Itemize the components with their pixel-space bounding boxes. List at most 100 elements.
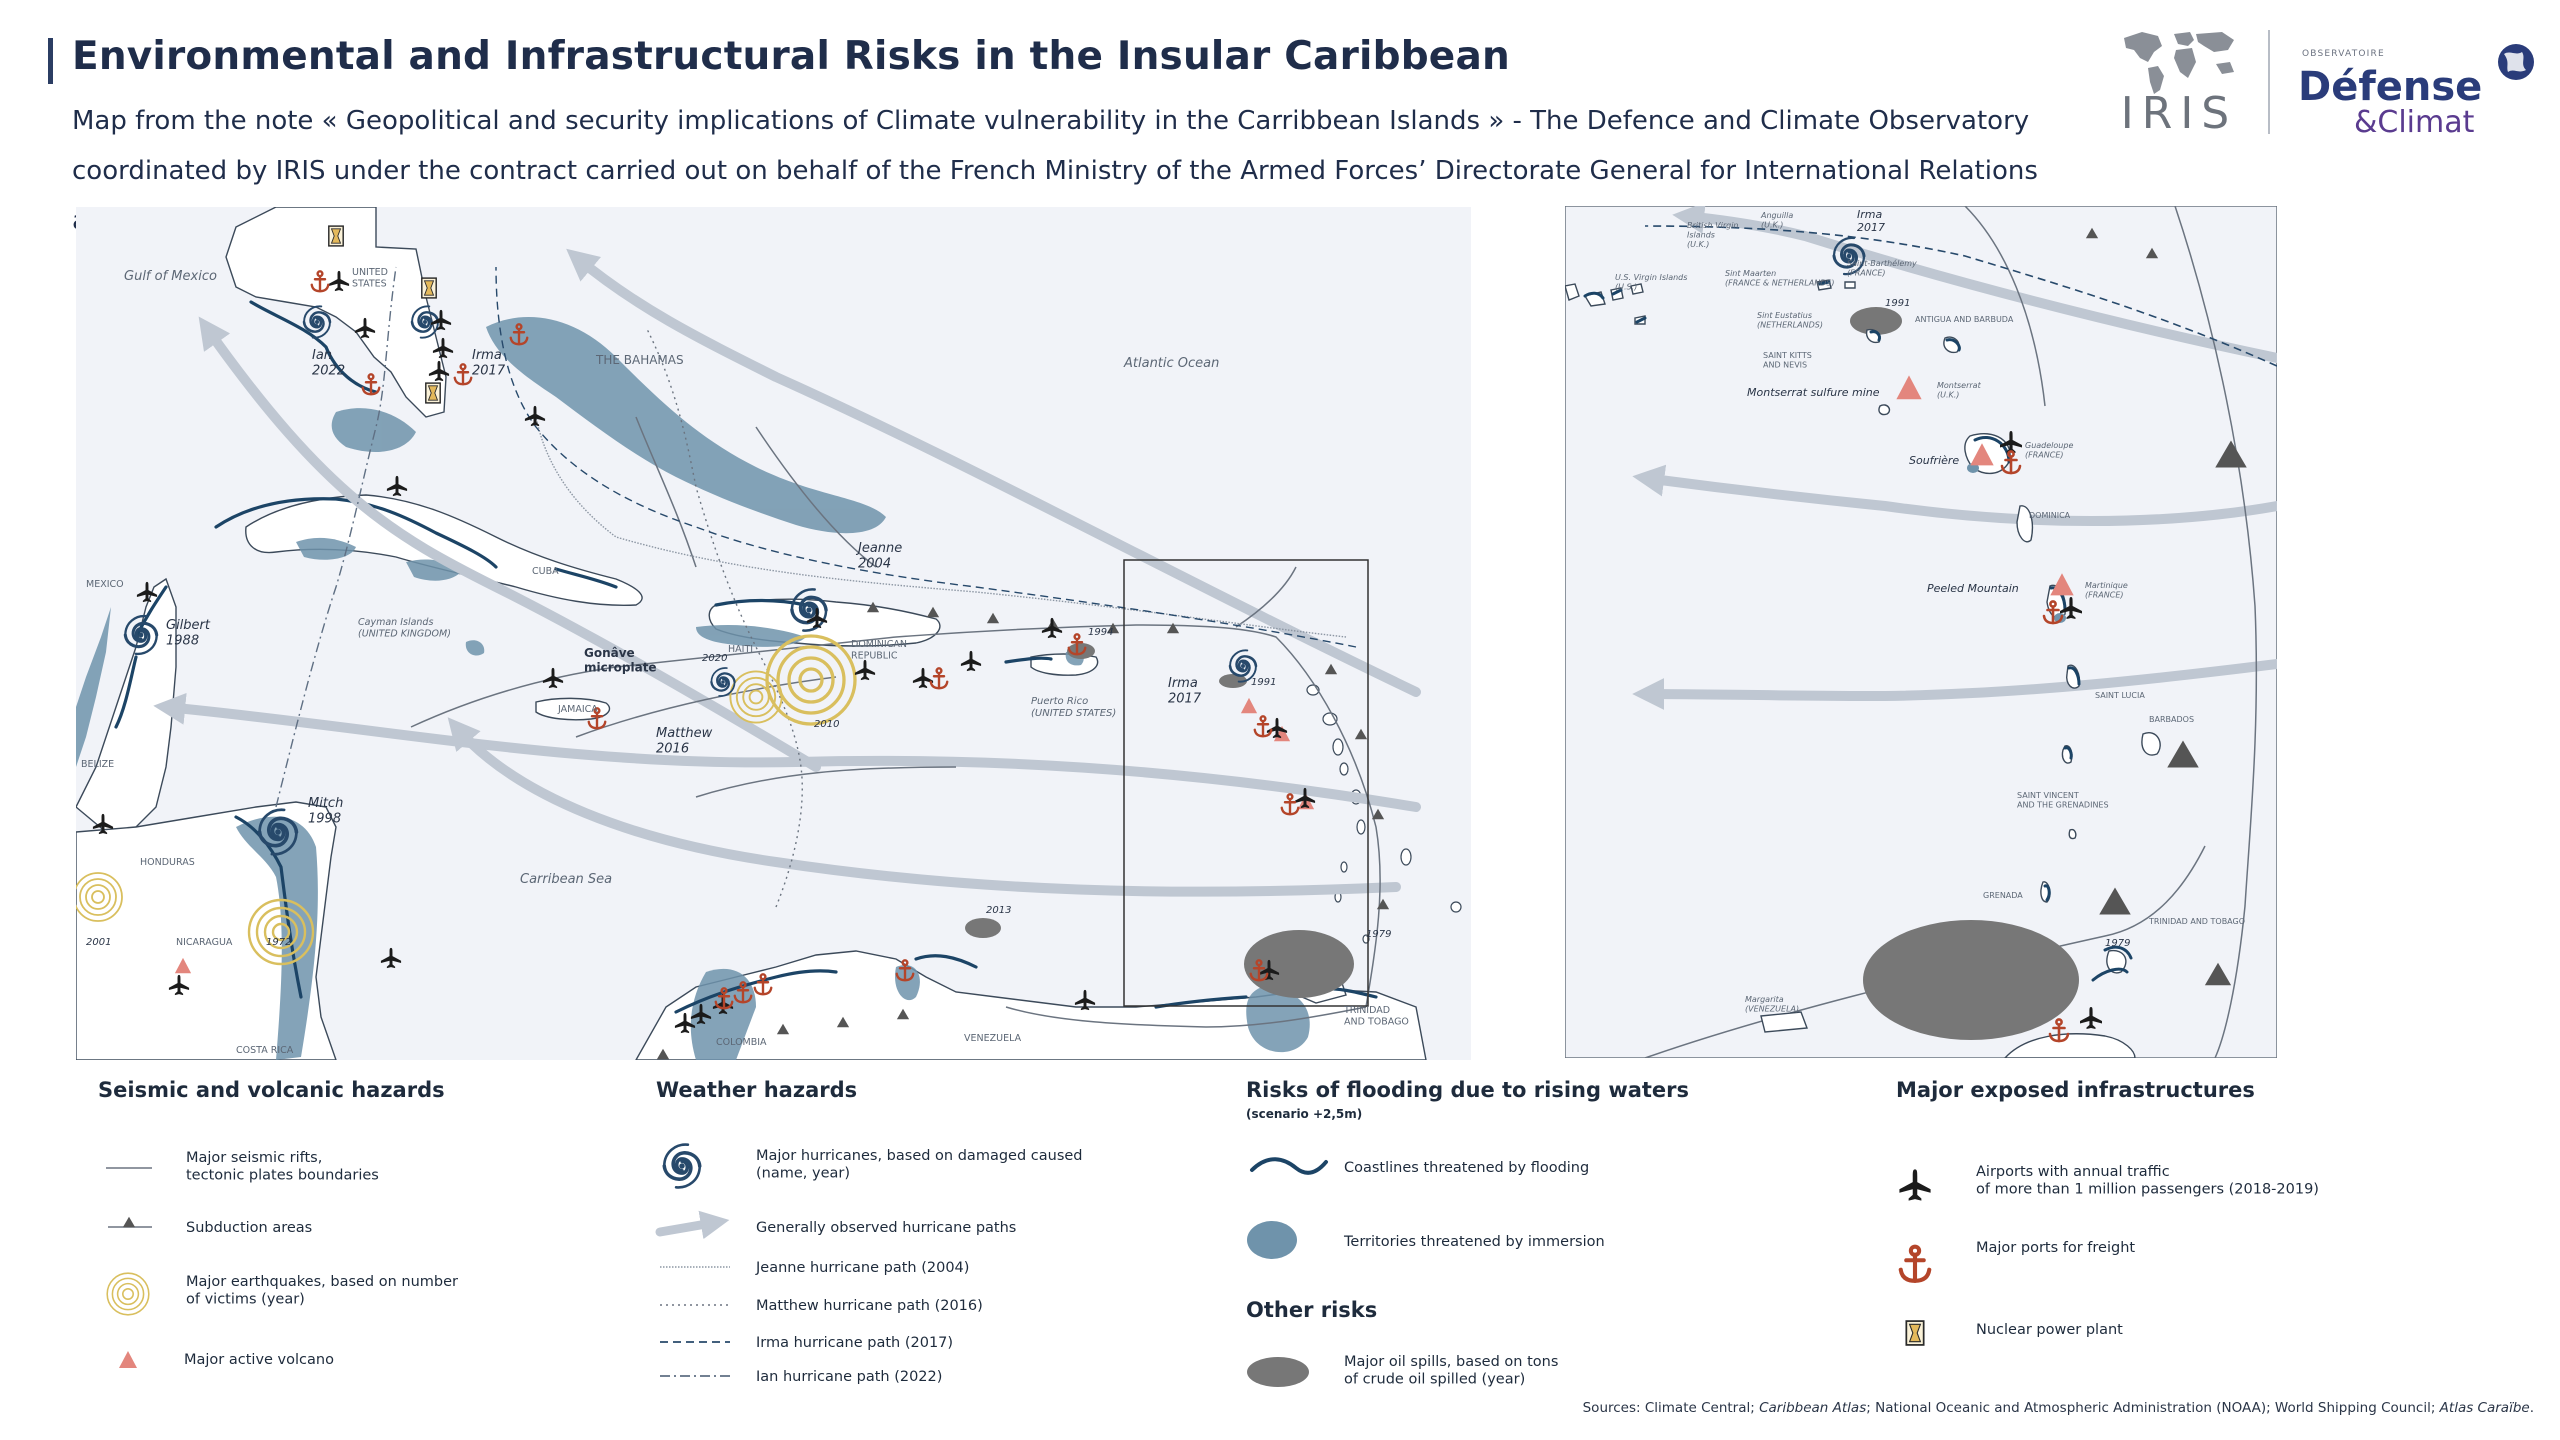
legend-jeanne: Jeanne hurricane path (2004) [755, 1260, 969, 1276]
label-quake-1972: 1972 [266, 937, 291, 948]
label-spill-1991: 1991 [1251, 677, 1276, 688]
land-mexico [76, 577, 177, 833]
inset-label-barbados: BARBADOS [2149, 715, 2194, 724]
label-cuba: CUBA [532, 566, 559, 577]
inset-label-stbarth: Saint-Barthélemy(FRANCE) [1847, 258, 1917, 278]
label-honduras: HONDURAS [140, 857, 195, 868]
land-florida [225, 207, 447, 418]
dc-logo-climat: &Climat [2354, 105, 2475, 138]
inset-label-usvi: U.S. Virgin Islands(U.S.) [1615, 273, 1687, 292]
iris-logo: IRIS [2121, 32, 2237, 136]
legend-immersion: Territories threatened by immersion [1343, 1234, 1605, 1250]
legend-port-icon [1901, 1247, 1930, 1281]
legend-hurricanes: Major hurricanes, based on damaged cause… [756, 1148, 1083, 1181]
year-labels: 2020 2010 2001 1972 1994 1991 2013 1979 [86, 627, 1391, 948]
inset-label-guadeloupe: Guadeloupe(FRANCE) [2025, 441, 2073, 460]
page-title: Environmental and Infrastructural Risks … [72, 34, 1510, 79]
inset-label-anguilla: Anguilla(U.K.) [1760, 211, 1793, 230]
title-accent-bar [48, 38, 53, 84]
sources-atlas: Caribbean Atlas [1759, 1400, 1867, 1416]
label-spill-1979: 1979 [1366, 929, 1391, 940]
label-quake-2001: 2001 [86, 937, 111, 948]
legend-rifts: Major seismic rifts,tectonic plates boun… [186, 1150, 379, 1183]
specific-hurricane-tracks [275, 266, 1357, 908]
inset-label-montserrat-mine: Montserrat sulfure mine [1747, 386, 1880, 399]
legend-airport-icon [1899, 1169, 1931, 1201]
land-jamaica [535, 697, 611, 721]
legend-path-arrow [655, 1210, 730, 1240]
flood-coastlines [114, 300, 1378, 1014]
legend-flood-coast-icon [1250, 1157, 1328, 1175]
legend-hurricane-icon [662, 1142, 702, 1190]
inset-label-grenada: GRENADA [1983, 891, 2023, 900]
label-gulf: Gulf of Mexico [124, 269, 217, 284]
legend-subduction: Subduction areas [186, 1220, 312, 1236]
inset-label-trinidad: TRINIDAD AND TOBAGO [2148, 917, 2245, 926]
legend-paths: Generally observed hurricane paths [756, 1220, 1016, 1236]
legend-flooding-title: Risks of flooding due to rising waters [1246, 1078, 1689, 1102]
label-belize: BELIZE [81, 759, 114, 770]
inset-hurricane-paths [1632, 206, 2277, 711]
inset-oil-spill-1979 [1863, 920, 2079, 1040]
label-jamaica: JAMAICA [557, 704, 598, 715]
inset-label-peeled: Peeled Mountain [1927, 582, 2019, 595]
legend-infra-title: Major exposed infrastructures [1896, 1078, 2255, 1102]
iris-logo-text: IRIS [2121, 88, 2237, 136]
label-nicaragua: NICARAGUA [176, 937, 233, 948]
inset-label-antigua: ANTIGUA AND BARBUDA [1915, 315, 2014, 324]
legend-irma: Irma hurricane path (2017) [756, 1335, 953, 1351]
inset-oil-spill-1991 [1850, 307, 1902, 335]
legend-coast: Coastlines threatened by flooding [1344, 1160, 1589, 1176]
legend-nuclear-icon [1905, 1320, 1925, 1346]
label-colombia: COLOMBIA [716, 1037, 767, 1048]
legend-nuclear: Nuclear power plant [1976, 1322, 2123, 1338]
label-cayman: Cayman Islands(UNITED KINGDOM) [358, 617, 451, 639]
sources-prefix: Sources: Climate Central; [1582, 1400, 1760, 1416]
legend-seismic-title: Seismic and volcanic hazards [98, 1078, 445, 1102]
oil-spill-1991 [1219, 674, 1247, 688]
world-map-icon [2124, 32, 2234, 94]
legend-flooding-subtitle: (scenario +2,5m) [1246, 1107, 1362, 1121]
hurricane-paths-general [153, 248, 1421, 897]
sources-line: Sources: Climate Central; Caribbean Atla… [1583, 1400, 2534, 1416]
sources-middle: ; National Oceanic and Atmospheric Admin… [1866, 1400, 2440, 1416]
label-atlantic: Atlantic Ocean [1123, 356, 1219, 371]
legend-other-title: Other risks [1246, 1298, 1377, 1322]
inset-label-martinique: Martinique(FRANCE) [2085, 581, 2128, 600]
legend-weather-title: Weather hazards [656, 1078, 857, 1102]
legend-earthquake-icon [106, 1272, 150, 1316]
tectonic-boundaries [410, 416, 1381, 1028]
inset-label-eustatius: Sint Eustatius(NETHERLANDS) [1757, 311, 1823, 330]
sources-atlas2: Atlas Caraïbe [2439, 1400, 2530, 1416]
label-quake-2020: 2020 [702, 653, 727, 664]
legend-volcano: Major active volcano [184, 1352, 334, 1368]
inset-flood-coastlines [1583, 280, 2133, 982]
label-haiti: HAITI [728, 644, 753, 655]
page-subtitle: Map from the note « Geopolitical and sec… [72, 106, 2038, 236]
globe-icon [2498, 44, 2534, 80]
inset-label-1991: 1991 [1885, 298, 1910, 309]
legend-ian: Ian hurricane path (2022) [756, 1369, 942, 1385]
defense-climat-logo: OBSERVATOIRE Défense &Climat [2298, 44, 2534, 138]
oil-spill-1979 [1244, 930, 1354, 998]
inset-label-montserrat: Montserrat(U.K.) [1937, 381, 1982, 400]
label-spill-1994: 1994 [1088, 627, 1113, 638]
